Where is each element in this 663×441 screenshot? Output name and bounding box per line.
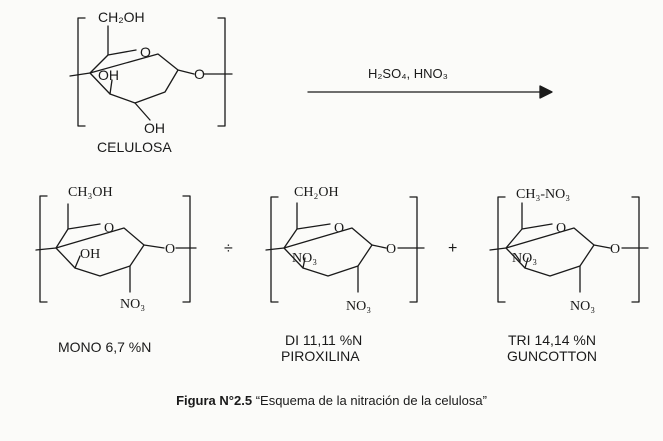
cellulose-ring-oxygen: O xyxy=(140,44,151,60)
reaction-arrow xyxy=(307,85,553,99)
mono-top-group: CH₃OH xyxy=(68,185,113,200)
mono-bottom-group: NO₃ xyxy=(120,297,145,312)
tri-left-group: NO₃ xyxy=(512,251,537,266)
cellulose-oh-bottom: OH xyxy=(144,120,165,136)
tri-bottom-group: NO₃ xyxy=(570,299,595,314)
figure-title: “Esquema de la nitración de la celulosa” xyxy=(255,393,487,408)
cellulose-oh-left: OH xyxy=(98,67,119,83)
di-name: PIROXILINA xyxy=(281,348,360,364)
di-bottom-group: NO₃ xyxy=(346,299,371,314)
di-structure xyxy=(265,196,425,303)
tri-label: TRI 14,14 %N xyxy=(508,332,596,348)
mono-left-group: OH xyxy=(80,247,100,262)
tri-glycosidic-oxygen: O xyxy=(610,242,620,257)
mono-label: MONO 6,7 %N xyxy=(58,339,151,355)
cellulose-structure xyxy=(69,17,233,127)
tri-top-group: CH₃-NO₃ xyxy=(516,187,570,202)
tri-structure xyxy=(489,196,649,303)
di-ring-oxygen: O xyxy=(334,221,344,236)
reagents-label: H₂SO₄, HNO₃ xyxy=(368,66,448,81)
di-left-group: NO₃ xyxy=(292,251,317,266)
di-glycosidic-oxygen: O xyxy=(386,242,396,257)
di-label: DI 11,11 %N xyxy=(285,332,362,348)
cellulose-name: CELULOSA xyxy=(97,139,172,155)
bracket-right xyxy=(217,17,226,127)
mono-ring-oxygen: O xyxy=(104,221,114,236)
figure-number: Figura N°2.5 xyxy=(176,393,253,408)
figure-caption: Figura N°2.5 “Esquema de la nitración de… xyxy=(0,393,663,408)
di-top-group: CH₂OH xyxy=(294,185,339,200)
bracket-left xyxy=(77,17,86,127)
operator-2: + xyxy=(448,240,457,257)
cellulose-ch2oh: CH₂OH xyxy=(98,9,145,25)
tri-ring-oxygen: O xyxy=(556,221,566,236)
ring-rear-bond xyxy=(89,54,109,74)
cellulose-glycosidic-oxygen: O xyxy=(194,66,205,82)
mono-structure xyxy=(35,195,197,303)
tri-name: GUNCOTTON xyxy=(507,348,597,364)
mono-glycosidic-oxygen: O xyxy=(165,242,175,257)
operator-1: ÷ xyxy=(224,240,233,257)
